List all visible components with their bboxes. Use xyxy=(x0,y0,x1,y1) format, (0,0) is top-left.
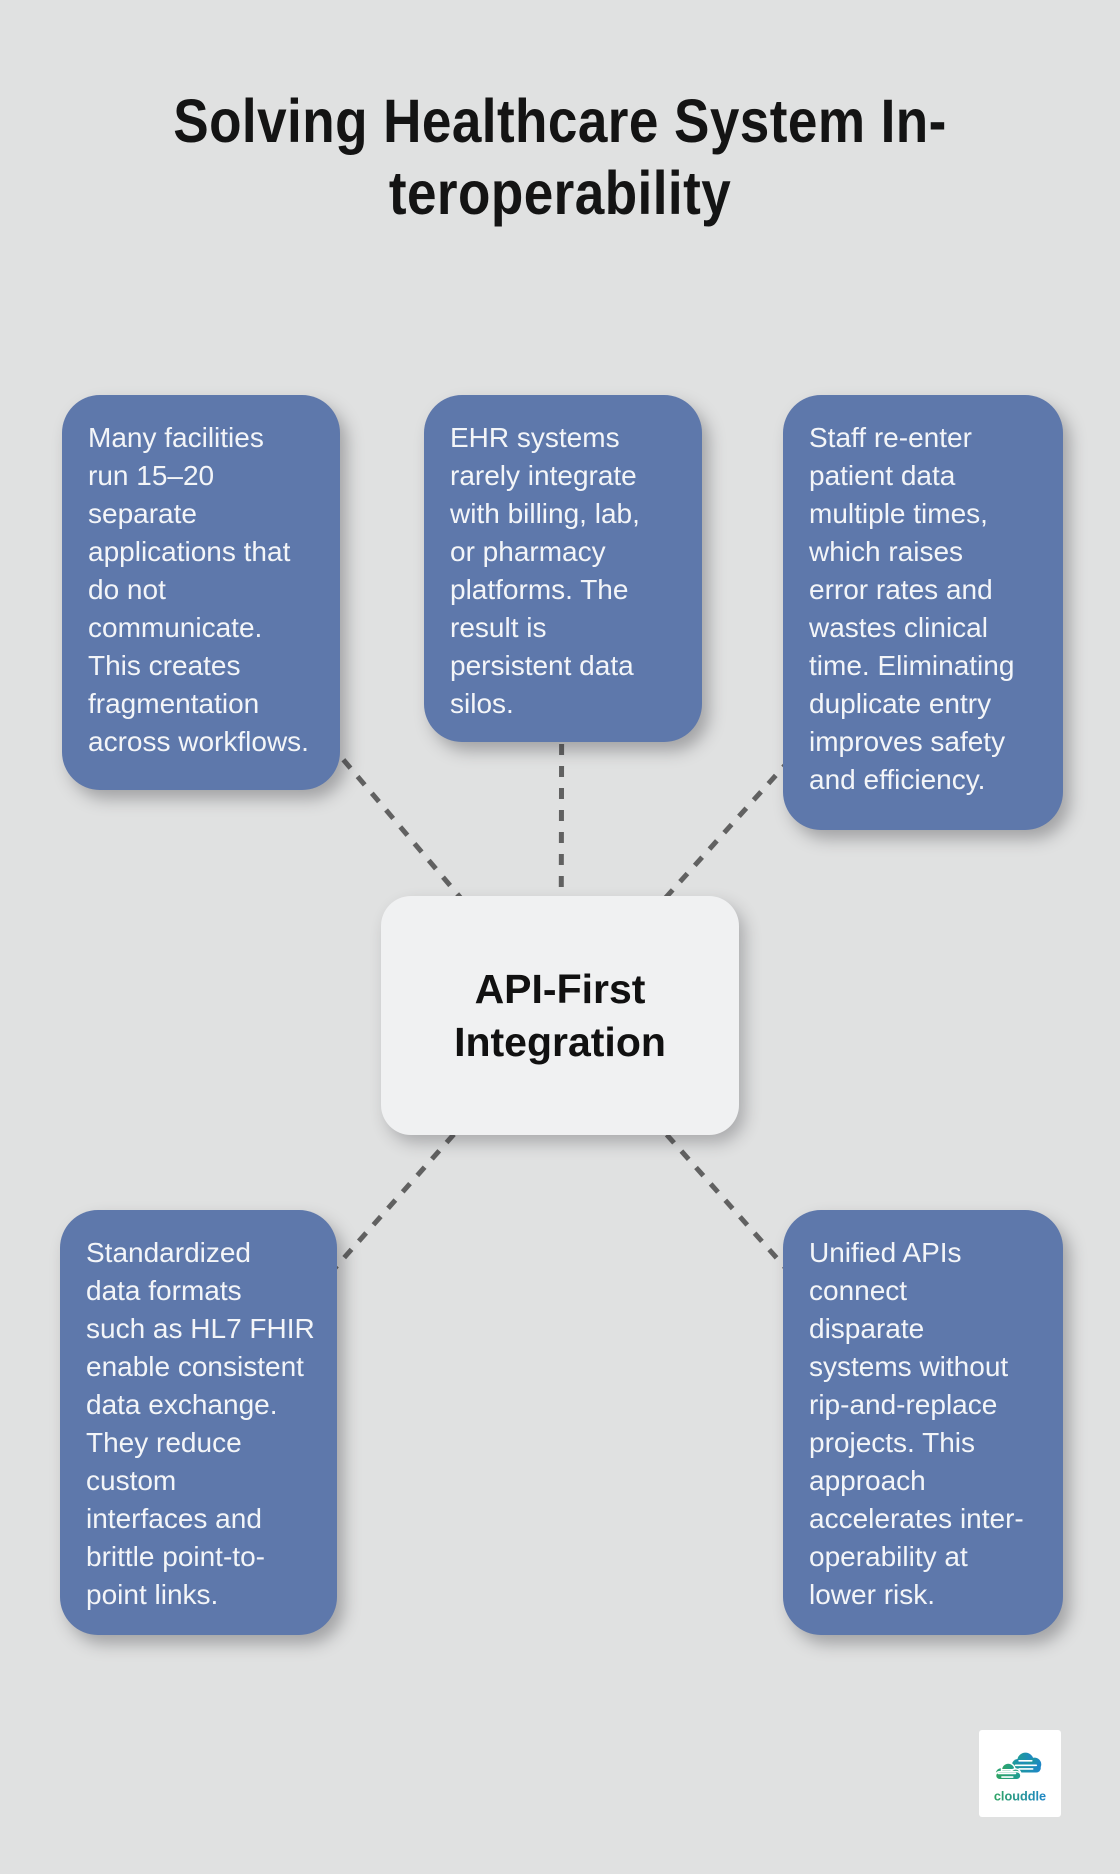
cloud-front-speed-lines xyxy=(997,1768,1017,1778)
node-text: Standardized data formats such as HL7 FH… xyxy=(86,1237,315,1610)
logo-wordmark: clouddle xyxy=(994,1788,1046,1803)
node-text: Staff re-enter patient data multiple tim… xyxy=(809,422,1015,795)
cloud-icon xyxy=(994,1752,1042,1781)
node-text: Many facilities run 15–20 separate appli… xyxy=(88,422,309,757)
node-text: EHR systems rarely integrate with billin… xyxy=(450,422,640,719)
node-ehr-data-silos: EHR systems rarely integrate with billin… xyxy=(424,395,702,742)
center-node-api-first-integration: API-First Integration xyxy=(381,896,739,1135)
center-node-label: API-First Integration xyxy=(454,966,666,1065)
logo-text: clouddle xyxy=(994,1788,1046,1803)
node-text: Unified APIs connect disparate systems w… xyxy=(809,1237,1024,1610)
clouddle-logo: clouddle xyxy=(979,1730,1061,1817)
cloud-back-speed-lines xyxy=(1014,1759,1038,1770)
node-fragmented-applications: Many facilities run 15–20 separate appli… xyxy=(62,395,340,790)
node-duplicate-data-entry: Staff re-enter patient data multiple tim… xyxy=(783,395,1063,830)
node-standardized-formats: Standardized data formats such as HL7 FH… xyxy=(60,1210,337,1635)
page-title: Solving Healthcare System In- teroperabi… xyxy=(173,87,947,227)
node-unified-apis: Unified APIs connect disparate systems w… xyxy=(783,1210,1063,1635)
